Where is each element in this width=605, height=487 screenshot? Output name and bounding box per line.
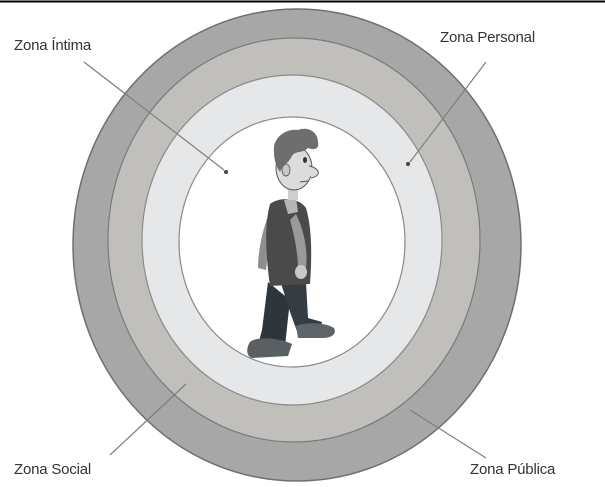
label-zona-social: Zona Social bbox=[14, 461, 91, 478]
leader-dot-personal bbox=[406, 162, 410, 166]
label-zona-personal: Zona Personal bbox=[440, 29, 535, 46]
label-zona-intima: Zona Íntima bbox=[14, 37, 92, 54]
leader-dot-intima bbox=[224, 170, 228, 174]
label-zona-publica: Zona Pública bbox=[470, 461, 556, 478]
